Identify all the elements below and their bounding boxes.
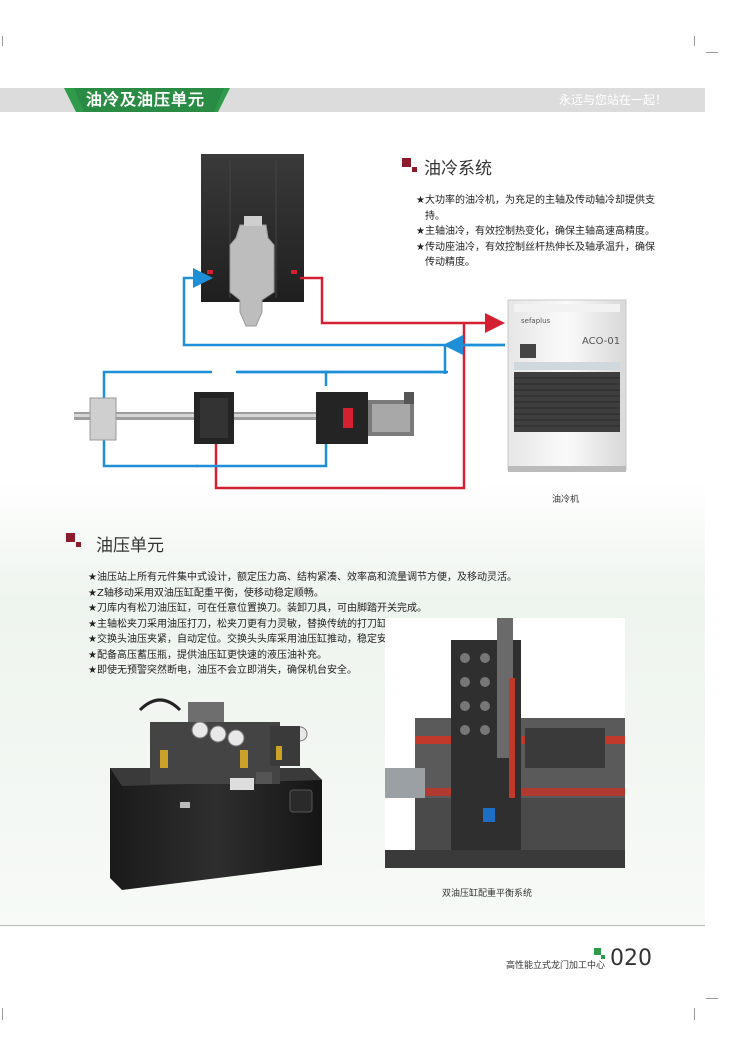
oil-cooling-bullets: ★大功率的油冷机，为充足的主轴及传动轴冷却提供支持。 ★主轴油冷，有效控制热变化… <box>416 193 656 271</box>
counterbalance-system-image <box>385 618 625 868</box>
bullet-item: ★刀库内有松刀油压缸，可在任意位置换刀。装卸刀具，可由脚踏开关完成。 <box>88 603 427 614</box>
page-title: 油冷及油压单元 <box>86 90 206 109</box>
crop-mark <box>706 52 718 53</box>
header-tab-inner <box>74 88 224 112</box>
spindle-head <box>201 154 304 327</box>
bullet-item: ★主轴油冷，有效控制热变化，确保主轴高速高精度。 <box>416 226 655 237</box>
section-marker <box>402 158 411 167</box>
cold-oil-lines <box>102 268 505 468</box>
bullet-item: ★大功率的油冷机，为充足的主轴及传动轴冷却提供支持。 <box>416 195 655 222</box>
footer-marker <box>594 948 601 955</box>
oil-chiller-unit <box>507 299 627 472</box>
crop-mark <box>2 36 3 46</box>
header-slogan: 永远与您站在一起！ <box>558 93 667 107</box>
chiller-brand: sefaplus <box>521 317 551 325</box>
hydraulic-bullets: ★油压站上所有元件集中式设计，额定压力高、结构紧凑、效率高和流量调节方便，及移动… <box>88 570 517 679</box>
crop-mark <box>2 1008 3 1020</box>
bullet-item: ★传动座油冷，有效控制丝杆热伸长及轴承温升，确保传动精度。 <box>416 241 655 269</box>
bullet-item: ★配备高压蓄压瓶，提供油压缸更快速的液压油补充。 <box>88 649 327 661</box>
hydraulic-title: 油压单元 <box>96 536 164 556</box>
footer-product-name: 高性能立式龙门加工中心 <box>506 961 606 971</box>
hydraulic-station-image <box>110 698 322 890</box>
hot-oil-lines <box>214 276 505 490</box>
footer-marker <box>601 955 605 959</box>
counterbalance-caption: 双油压缸配重平衡系统 <box>442 889 533 899</box>
ball-screw-assembly <box>74 392 414 444</box>
chiller-model: ACO-01 <box>582 336 620 347</box>
bullet-item: ★交换头油压夹紧，自动定位。交换头头库采用油压缸推动，稳定安全。 <box>88 634 407 645</box>
bullet-item: ★即使无预警突然断电，油压不会立即消失，确保机台安全。 <box>88 665 357 676</box>
crop-mark <box>706 998 718 999</box>
bullet-item: ★主轴松夹刀采用油压打刀，松夹刀更有力灵敏，替换传统的打刀缸。 <box>88 618 397 630</box>
page-number: 020 <box>610 946 652 971</box>
crop-mark <box>694 1008 695 1020</box>
bullet-item: ★Z轴移动采用双油压缸配重平衡，使移动稳定顺畅。 <box>88 587 324 599</box>
chiller-caption: 油冷机 <box>552 495 580 505</box>
oil-cooling-diagram: sefaplus ACO-01 <box>74 154 627 490</box>
oil-cooling-title: 油冷系统 <box>424 159 492 179</box>
footer-divider <box>0 925 705 926</box>
crop-mark <box>694 36 695 46</box>
section-marker <box>66 533 75 542</box>
section-marker <box>412 167 417 172</box>
section-marker <box>76 542 81 547</box>
bullet-item: ★油压站上所有元件集中式设计，额定压力高、结构紧凑、效率高和流量调节方便，及移动… <box>88 572 517 583</box>
